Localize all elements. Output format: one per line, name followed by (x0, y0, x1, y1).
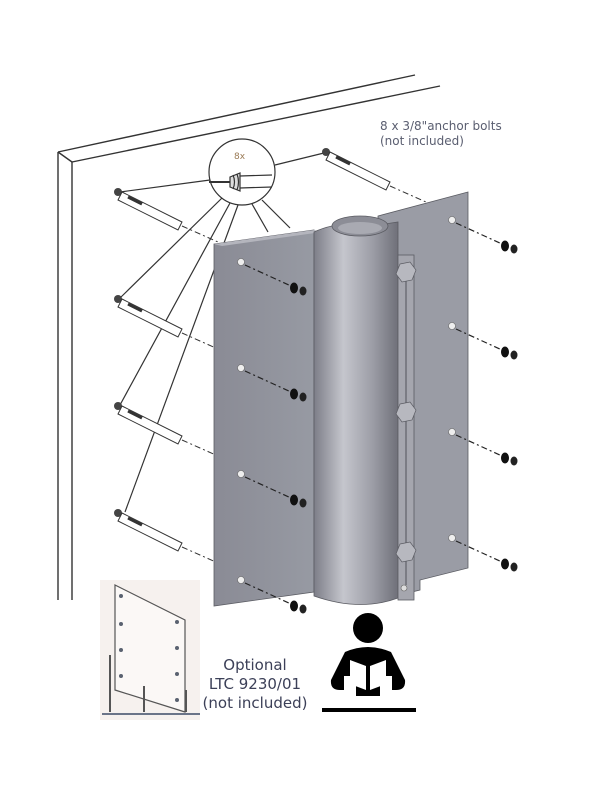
optional-label-line2: LTC 9230/01 (208, 675, 302, 693)
optional-accessory-label: Optional LTC 9230/01 (not included) (194, 656, 316, 713)
bolt-hole-with-nut (448, 534, 518, 572)
optional-label-line1: Optional (223, 656, 287, 674)
left-flange (213, 229, 315, 607)
bolt-hole-with-nut (448, 322, 518, 360)
read-manual-icon (322, 613, 416, 712)
bolt-hole-with-nut (448, 428, 518, 466)
hex-bolt (395, 541, 417, 563)
magnifier-count-label: 8x (234, 152, 246, 162)
anchor-bolts-label-line2: (not included) (380, 134, 464, 148)
hex-bolt (395, 261, 417, 283)
anchor-bolt (114, 295, 219, 350)
anchor-bolt (114, 402, 219, 457)
optional-label-line3: (not included) (202, 694, 308, 712)
anchor-bolt (322, 148, 427, 203)
magnifier-detail (119, 138, 329, 513)
wall-bracket (213, 191, 469, 607)
bolt-hole-with-nut (237, 576, 307, 614)
bolt-hole-with-nut (237, 364, 307, 402)
anchor-bolts-label: 8 x 3/8"anchor bolts (not included) (380, 119, 502, 149)
bolt-hole-with-nut (237, 470, 307, 508)
wall-frame (57, 74, 441, 600)
bolt-hole-with-nut (237, 258, 307, 296)
pipe-tube (313, 221, 399, 605)
fasteners (237, 216, 518, 614)
anchor-bolt (114, 509, 219, 564)
bolt-hole-with-nut (448, 216, 518, 254)
anchor-bolt (114, 188, 219, 243)
optional-accessory-image (100, 580, 200, 720)
anchor-bolts-label-line1: 8 x 3/8"anchor bolts (380, 119, 502, 133)
anchor-bolts (114, 148, 427, 564)
hex-bolt (395, 401, 417, 423)
